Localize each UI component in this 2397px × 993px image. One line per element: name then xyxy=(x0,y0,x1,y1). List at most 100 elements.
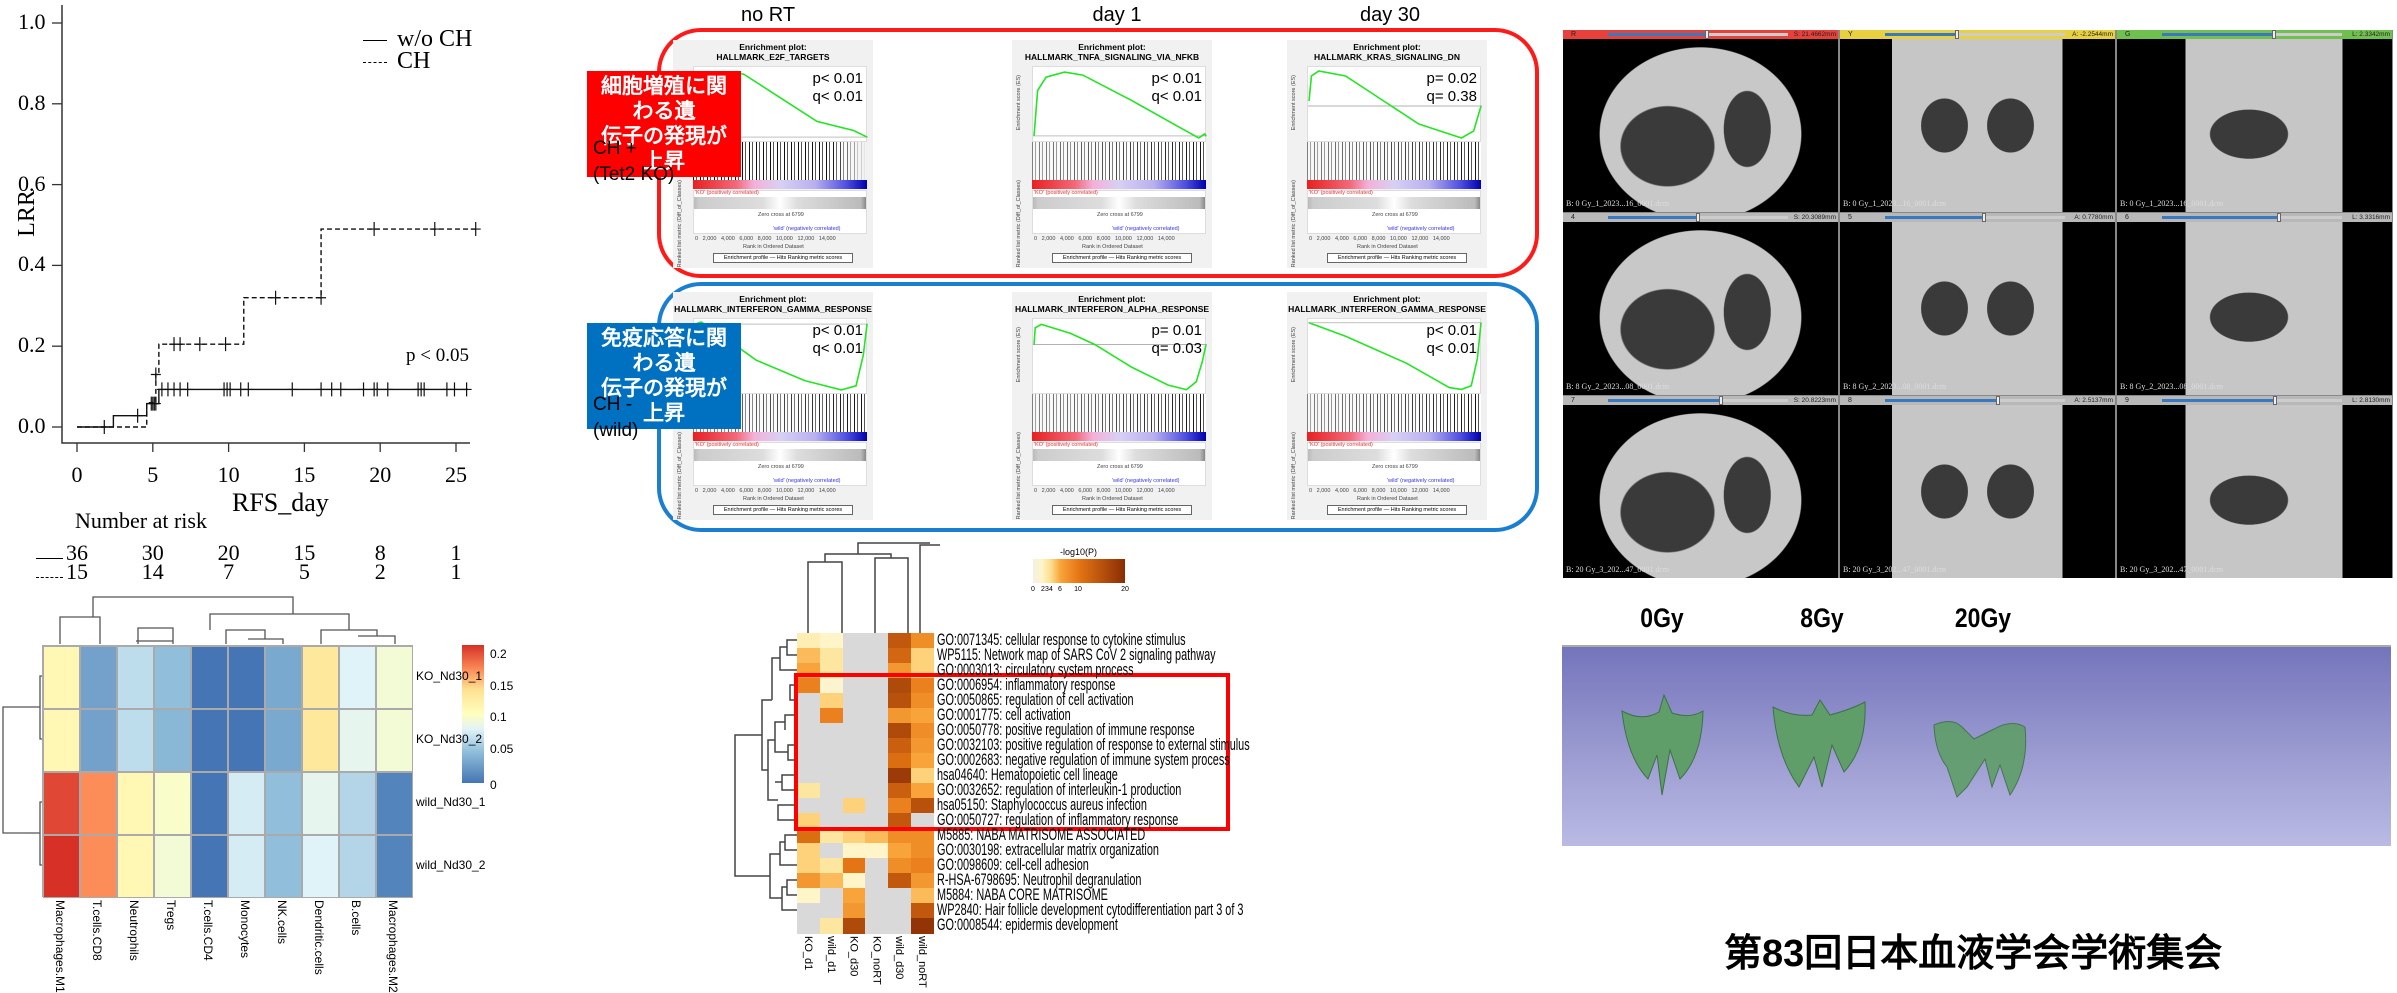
slice-slider[interactable] xyxy=(1885,396,2065,405)
risk-count: 36 xyxy=(66,540,88,565)
go-heatmap-cell xyxy=(888,633,912,649)
ct-image xyxy=(2117,405,2392,578)
x-label: Rank in Ordered Dataset xyxy=(1357,496,1418,502)
slice-position-readout: A: -2.2544mm xyxy=(2072,31,2113,38)
es-ylabel: Enrichment score (ES) xyxy=(1016,327,1022,383)
heatmap-cell xyxy=(302,646,339,709)
legend-dashed-line-icon xyxy=(363,61,387,63)
ct-file-caption: B: 8 Gy_2_2023...08_0001.dcm xyxy=(1566,382,1670,391)
slice-slider[interactable] xyxy=(2162,30,2342,39)
risk-count: 15 xyxy=(293,540,316,565)
heatmap-cell xyxy=(117,646,154,709)
zero-cross-label: Zero cross at 6799 xyxy=(1372,464,1418,470)
go-column-label: KO_noRT xyxy=(870,936,883,985)
go-heatmap-cell xyxy=(888,843,912,859)
slider-handle[interactable] xyxy=(2271,30,2276,39)
es-ylabel: Enrichment score (ES) xyxy=(1291,75,1297,131)
go-heatmap-cell xyxy=(797,753,821,769)
es-plot xyxy=(1032,318,1207,394)
slice-slider[interactable] xyxy=(1608,30,1788,39)
go-heatmap-cell xyxy=(797,813,821,829)
go-heatmap-cell xyxy=(819,828,844,844)
rank-ylabel: Ranked list metric (Diff_of_Classes) xyxy=(677,432,683,520)
slice-slider[interactable] xyxy=(1885,213,2065,222)
slider-handle[interactable] xyxy=(1705,30,1709,39)
slice-slider[interactable] xyxy=(2162,213,2342,222)
colorbar-tick-label: 0.2 xyxy=(490,647,507,661)
go-heatmap-cell xyxy=(888,858,912,874)
ranked-metric-plot xyxy=(1032,442,1206,486)
heatmap-cell xyxy=(117,772,154,835)
q-value: q< 0.01 xyxy=(1151,88,1202,105)
heatmap-cell xyxy=(339,772,376,835)
slider-handle[interactable] xyxy=(1696,213,1700,222)
slider-handle[interactable] xyxy=(1719,396,1724,405)
risk-count: 1 xyxy=(450,559,462,584)
go-term-label: WP2840: Hair follicle development cytodi… xyxy=(937,900,1244,919)
slider-handle[interactable] xyxy=(2276,213,2281,222)
column-label: T.cells.CD4 xyxy=(201,900,215,961)
go-heatmap-cell xyxy=(797,648,821,664)
censor-mark xyxy=(287,382,298,397)
go-heatmap-cell xyxy=(842,753,866,769)
y-tick-label: 1.0 xyxy=(18,9,46,34)
go-term-label: GO:0032103: positive regulation of respo… xyxy=(937,735,1250,754)
go-heatmap-cell xyxy=(819,693,844,709)
p-value: p< 0.01 xyxy=(812,322,863,339)
x-ticks: 0 2,000 4,000 6,000 8,000 10,000 12,000 … xyxy=(1309,236,1450,242)
slider-handle[interactable] xyxy=(1982,213,1986,222)
slice-slider[interactable] xyxy=(1608,396,1788,405)
go-heatmap-cell xyxy=(819,888,844,904)
go-heatmap-cell xyxy=(819,783,844,799)
gsea-title-prefix: Enrichment plot: xyxy=(1078,42,1146,52)
slider-handle[interactable] xyxy=(2273,396,2278,405)
go-heatmap-cell xyxy=(888,813,912,829)
go-term-label: M5885: NABA MATRISOME ASSOCIATED xyxy=(937,825,1146,844)
hits-bar xyxy=(1307,394,1481,432)
go-heatmap-cell xyxy=(819,753,844,769)
dose-label-8gy: 8Gy xyxy=(1800,603,1844,633)
heatmap-cell xyxy=(265,646,302,709)
censor-mark xyxy=(150,367,161,382)
correlation-gradient-bar xyxy=(1032,180,1206,189)
x-tick-label: 25 xyxy=(445,462,467,487)
heatmap-cell xyxy=(376,646,413,709)
slice-slider[interactable] xyxy=(1885,30,2065,39)
x-ticks: 0 2,000 4,000 6,000 8,000 10,000 12,000 … xyxy=(695,488,836,494)
heatmap-cell xyxy=(376,772,413,835)
ct-file-caption: B: 0 Gy_1_2023...16_0001.dcm xyxy=(1843,199,1947,208)
go-heatmap-cell xyxy=(797,633,821,649)
slider-handle[interactable] xyxy=(1955,30,1959,39)
slice-slider[interactable] xyxy=(2162,396,2342,405)
heatmap-cell xyxy=(80,646,117,709)
go-heatmap-cell xyxy=(911,813,935,829)
slice-position-readout: L: 2.8130mm xyxy=(2352,397,2390,404)
heatmap-cell xyxy=(80,772,117,835)
heatmap-cell xyxy=(117,835,154,898)
positive-label: 'KO' (positively correlated) xyxy=(1034,442,1098,448)
legend-label: CH xyxy=(397,48,431,74)
heatmap-cell xyxy=(154,646,191,709)
x-tick-label: 15 xyxy=(293,462,316,487)
censor-mark xyxy=(372,382,383,397)
lung-8gy-icon xyxy=(1772,699,1866,788)
ct-image xyxy=(1563,405,1838,578)
ct-image xyxy=(2117,222,2392,395)
slice-slider[interactable] xyxy=(1608,213,1788,222)
gsea-legend: Enrichment profile — Hits Ranking metric… xyxy=(1052,505,1192,515)
censor-mark xyxy=(470,222,481,237)
slider-handle[interactable] xyxy=(1996,396,2001,405)
view-id: 7 xyxy=(1571,397,1575,404)
ct-file-caption: B: 8 Gy_2_2023...08_0001.dcm xyxy=(1843,382,1947,391)
column-label: Dendritic.cells xyxy=(312,900,326,975)
